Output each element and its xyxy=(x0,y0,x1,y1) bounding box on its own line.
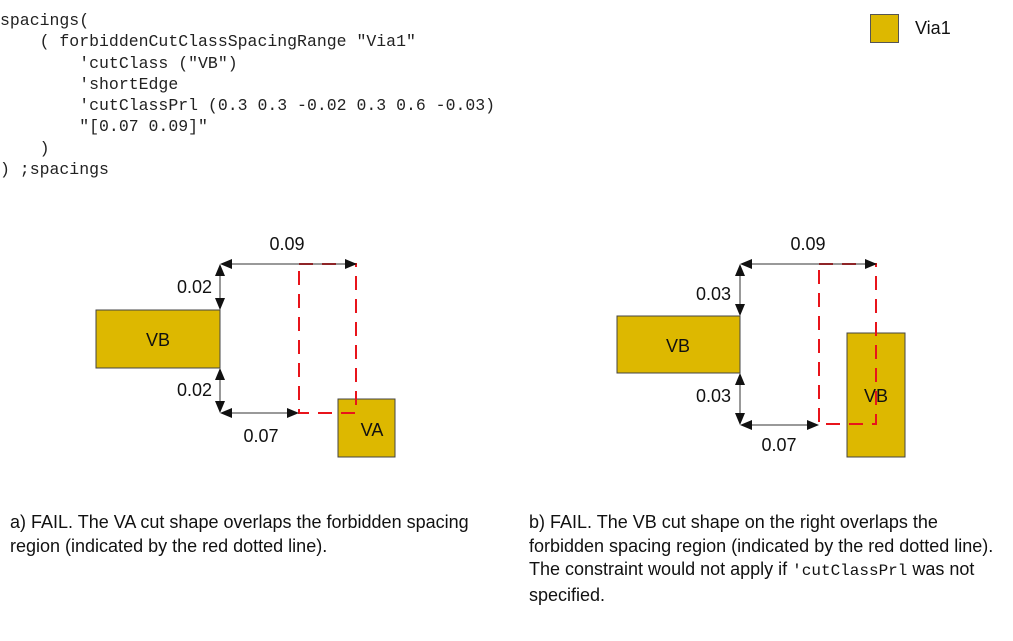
code-line: 'shortEdge xyxy=(0,74,179,94)
diagram-b: VB VB 0.09 0.03 0.03 0.07 xyxy=(616,234,906,458)
dimension-label-upper-vertical: 0.02 xyxy=(177,277,212,297)
dimension-label-top: 0.09 xyxy=(790,234,825,254)
diagram-a: VB VA 0.09 0.02 0.02 0.07 xyxy=(95,234,396,458)
dimension-label-lower-vertical: 0.03 xyxy=(696,386,731,406)
code-line: ) xyxy=(0,138,50,158)
caption-a: a) FAIL. The VA cut shape overlaps the f… xyxy=(10,512,469,556)
code-line: ) ;spacings xyxy=(0,160,109,180)
code-line: 'cutClass ("VB") xyxy=(0,53,238,73)
caption-b-code: 'cutClassPrl xyxy=(792,562,908,580)
shape-label-vb-left: VB xyxy=(666,336,690,356)
dimension-label-bottom: 0.07 xyxy=(761,435,796,455)
caption-b: b) FAIL. The VB cut shape on the right o… xyxy=(529,511,1004,607)
shape-label-va: VA xyxy=(361,420,384,440)
legend: Via1 xyxy=(870,14,951,43)
dimension-label-top: 0.09 xyxy=(269,234,304,254)
cut-shape-va xyxy=(337,398,396,458)
shape-label-vb: VB xyxy=(146,330,170,350)
dimension-label-bottom: 0.07 xyxy=(243,426,278,446)
cut-shape-vb xyxy=(95,309,221,369)
legend-label: Via1 xyxy=(915,18,951,38)
forbidden-region xyxy=(298,263,357,414)
cut-shape-vb-left xyxy=(616,315,741,374)
code-line: ( forbiddenCutClassSpacingRange "Via1" xyxy=(0,32,416,52)
code-line: spacings( xyxy=(0,11,90,30)
caption-b-text-end: was not specified. xyxy=(529,559,975,605)
dimension-label-upper-vertical: 0.03 xyxy=(696,284,731,304)
legend-swatch-via1 xyxy=(870,14,899,43)
caption-b-text: b) FAIL. The VB cut shape on the right o… xyxy=(529,512,994,579)
code-line: 'cutClassPrl (0.3 0.3 -0.02 0.3 0.6 -0.0… xyxy=(0,96,496,116)
constraint-code-block: spacings( ( forbiddenCutClassSpacingRang… xyxy=(0,10,495,180)
dimension-label-lower-vertical: 0.02 xyxy=(177,380,212,400)
code-line: "[0.07 0.09]" xyxy=(0,117,208,137)
